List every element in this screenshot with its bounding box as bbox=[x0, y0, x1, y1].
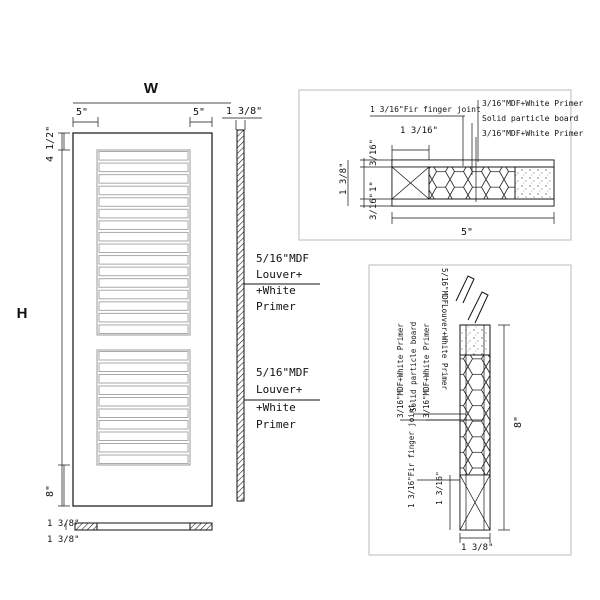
louver-slat bbox=[98, 312, 189, 323]
svg-text:+White: +White bbox=[256, 401, 296, 414]
louver-slat bbox=[98, 197, 189, 207]
louver-slat bbox=[98, 454, 189, 464]
rail-mdf-a-label: 3/16"MDF+White Primer bbox=[396, 323, 405, 418]
svg-text:Louver+: Louver+ bbox=[256, 268, 303, 281]
louver-slat bbox=[98, 185, 189, 196]
louver-slat bbox=[98, 162, 189, 173]
rail-louver-label: 5/16"MDFLouver+White Primer bbox=[440, 268, 449, 390]
svg-text:Louver+: Louver+ bbox=[256, 383, 303, 396]
rail-section-detail: 5/16"MDFLouver+White Primer 3/16"MDF+Whi… bbox=[368, 264, 572, 556]
rail-joint-dim: 1 3/16" bbox=[435, 471, 444, 505]
rail-thickness-dim: 1 3/8" bbox=[461, 543, 494, 553]
louver-slat bbox=[98, 255, 189, 265]
front-elevation: W H 5" 5" 1 3/8" 4 1/2" 8" bbox=[17, 80, 263, 545]
louver-slat bbox=[98, 362, 189, 372]
svg-text:1 3/8": 1 3/8" bbox=[339, 162, 349, 195]
stile-width-dim: 5" bbox=[461, 227, 473, 238]
stile-section-detail: 1 3/16"Fir finger joint 3/16"MDF+White P… bbox=[298, 89, 583, 241]
upper-louver-callout: 5/16"MDF Louver+ +White Primer bbox=[244, 252, 320, 313]
svg-text:Primer: Primer bbox=[256, 418, 296, 431]
louver-slat bbox=[98, 351, 189, 361]
svg-text:1 3/8": 1 3/8" bbox=[47, 535, 80, 545]
rail-mdf-b-label: 3/16"MDF+White Primer bbox=[422, 323, 431, 418]
louver-slat bbox=[98, 385, 189, 395]
lower-louver-slats bbox=[98, 351, 189, 464]
louver-slat bbox=[98, 408, 189, 418]
top-rail-dim: 4 1/2" bbox=[45, 126, 56, 162]
svg-text:5/16"MDF: 5/16"MDF bbox=[256, 366, 309, 379]
lower-louver-callout: 5/16"MDF Louver+ +White Primer bbox=[244, 366, 320, 431]
bottom-thickness-dim: 1 3/8" bbox=[47, 519, 80, 529]
louver-slat bbox=[98, 266, 189, 277]
thickness-dim: 1 3/8" bbox=[226, 106, 262, 117]
louver-slat bbox=[98, 289, 189, 300]
height-label: H bbox=[17, 305, 28, 322]
louver-slat bbox=[98, 278, 189, 288]
louver-slat bbox=[98, 174, 189, 184]
louver-slat bbox=[98, 220, 189, 230]
rail-particle-label: Solid particle board bbox=[409, 322, 418, 412]
stile-finger-joint-label: 1 3/16"Fir finger joint bbox=[370, 105, 481, 114]
louver-slat bbox=[98, 443, 189, 453]
svg-text:3/16": 3/16" bbox=[369, 193, 379, 220]
svg-text:+White: +White bbox=[256, 284, 296, 297]
stile-particle-label: Solid particle board bbox=[482, 114, 579, 123]
stile-mdf-top-label: 3/16"MDF+White Primer bbox=[482, 99, 583, 108]
svg-text:5/16"MDF: 5/16"MDF bbox=[256, 252, 309, 265]
rail-height-dim: 8" bbox=[513, 416, 524, 428]
louver-slat bbox=[98, 151, 189, 161]
louver-slat bbox=[98, 231, 189, 242]
upper-louver-slats bbox=[98, 151, 189, 334]
louver-slat bbox=[98, 374, 189, 384]
louver-slat bbox=[98, 243, 189, 254]
stile-joint-dim: 1 3/16" bbox=[400, 126, 438, 136]
width-label: W bbox=[144, 80, 159, 97]
svg-text:Primer: Primer bbox=[256, 300, 296, 313]
right-stile-dim: 5" bbox=[193, 107, 205, 118]
bottom-rail-dim: 8" bbox=[45, 485, 56, 497]
left-stile-dim: 5" bbox=[76, 107, 88, 118]
louver-slat bbox=[98, 208, 189, 219]
rail-finger-joint-label: 1 3/16"Fir finger joint bbox=[407, 404, 416, 508]
door-side-profile bbox=[236, 129, 245, 502]
louver-slat bbox=[98, 397, 189, 407]
svg-text:1": 1" bbox=[369, 181, 379, 192]
louver-slat bbox=[98, 420, 189, 430]
louver-slat bbox=[98, 301, 189, 311]
svg-text:3/16": 3/16" bbox=[369, 139, 379, 166]
louver-slat bbox=[98, 324, 189, 334]
louver-slat bbox=[98, 431, 189, 441]
stile-mdf-bottom-label: 3/16"MDF+White Primer bbox=[482, 129, 583, 138]
